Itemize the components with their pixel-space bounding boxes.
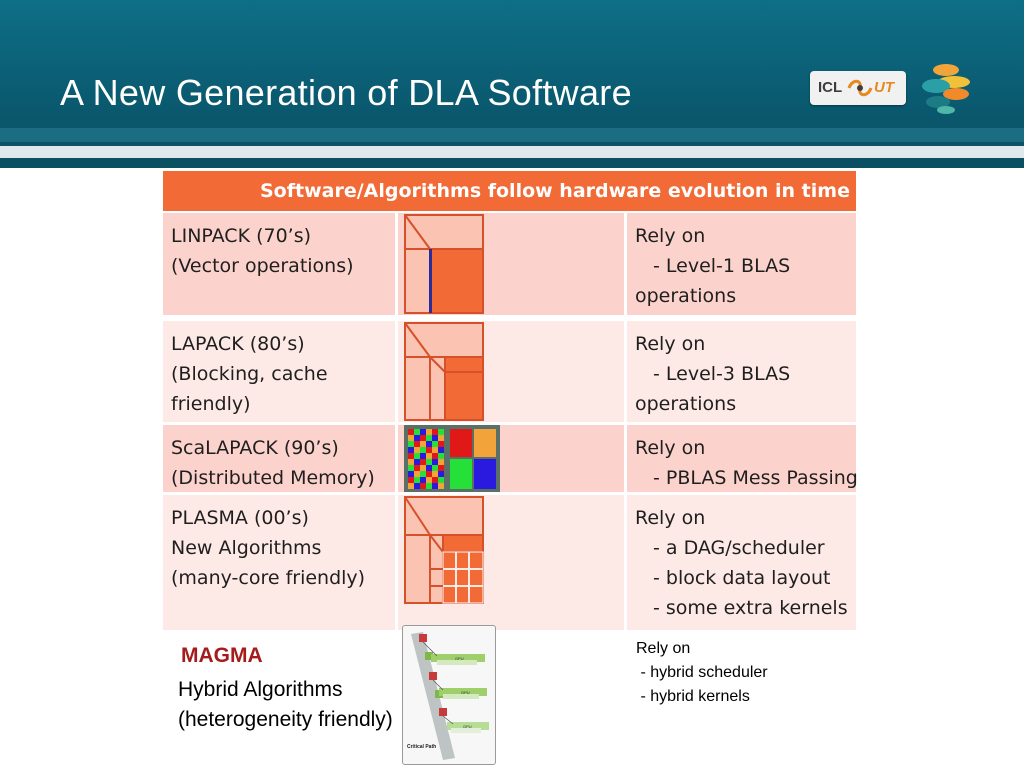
relies-label: Rely on [635, 333, 706, 355]
row-relies-cell: Rely on - Level-1 BLAS operations [624, 213, 856, 315]
icl-logo-text: ICL [818, 79, 843, 96]
relies-item: - PBLAS Mess Passing [653, 467, 858, 489]
row-software-cell: LINPACK (70’s) (Vector operations) [163, 213, 395, 315]
software-desc: (Vector operations) [171, 255, 354, 277]
hybrid-dag-figure: GPU GPU GPU Critical Path [402, 625, 496, 765]
relies-item: - Level-1 BLAS [653, 255, 791, 277]
scalapack-diagram [404, 425, 500, 493]
relies-item: operations [635, 393, 737, 415]
magma-line2: (heterogeneity friendly) [178, 708, 393, 731]
icl-ut-logo: ICL UT [810, 71, 906, 105]
linpack-diagram [404, 214, 484, 314]
header-stripe-dark [0, 158, 1024, 168]
dag-gpu-label: GPU [463, 724, 472, 729]
row-relies-cell: Rely on - a DAG/scheduler - block data l… [624, 495, 856, 630]
row-diagram-cell [395, 495, 624, 630]
critical-path-label: Critical Path [407, 744, 436, 750]
table-row: PLASMA (00’s) New Algorithms (many-core … [163, 492, 856, 630]
slide-title: A New Generation of DLA Software [60, 72, 632, 113]
magma-relies-label: Rely on [636, 640, 691, 657]
relies-item: operations [635, 285, 737, 307]
software-desc: friendly) [171, 393, 251, 415]
software-desc: (Blocking, cache [171, 363, 328, 385]
magma-relies-item: - hybrid scheduler [636, 664, 768, 681]
plasma-diagram [404, 496, 484, 604]
software-desc: New Algorithms [171, 537, 322, 559]
magma-line1: Hybrid Algorithms [178, 678, 343, 701]
relies-label: Rely on [635, 225, 706, 247]
row-software-cell: LAPACK (80’s) (Blocking, cache friendly) [163, 321, 395, 422]
row-relies-cell: Rely on - Level-3 BLAS operations [624, 321, 856, 422]
software-name: PLASMA (00’s) [171, 507, 309, 529]
header-stripe-light [0, 146, 1024, 158]
software-desc: (many-core friendly) [171, 567, 366, 589]
table-row: ScaLAPACK (90’s) (Distributed Memory) [163, 422, 858, 493]
ut-logo-text: UT [874, 79, 894, 96]
relies-label: Rely on [635, 437, 706, 459]
magma-relies-item: - hybrid kernels [636, 688, 750, 705]
software-name: ScaLAPACK (90’s) [171, 437, 339, 459]
hybrid-dag-diagram: GPU GPU GPU Critical Path [407, 632, 489, 760]
software-name: LINPACK (70’s) [171, 225, 312, 247]
row-diagram-cell [395, 213, 624, 315]
dag-gpu-label: GPU [455, 656, 464, 661]
software-name: LAPACK (80’s) [171, 333, 305, 355]
relies-item: - Level-3 BLAS [653, 363, 791, 385]
row-diagram-cell [395, 425, 624, 493]
magma-title: MAGMA [181, 644, 263, 667]
relies-label: Rely on [635, 507, 706, 529]
row-diagram-cell [395, 321, 624, 422]
header-stripe [0, 128, 1024, 142]
table-row: LINPACK (70’s) (Vector operations) Rely … [163, 213, 856, 315]
software-desc: (Distributed Memory) [171, 467, 375, 489]
table-row: LAPACK (80’s) (Blocking, cache friendly)… [163, 318, 856, 422]
icl-swoosh-icon [847, 79, 873, 97]
table-header: Software/Algorithms follow hardware evol… [163, 171, 856, 211]
lapack-diagram [404, 322, 484, 421]
relies-item: - some extra kernels [653, 597, 848, 619]
row-software-cell: PLASMA (00’s) New Algorithms (many-core … [163, 495, 395, 630]
row-relies-cell: Rely on - PBLAS Mess Passing [624, 425, 858, 492]
swirl-logo-icon [922, 64, 970, 114]
relies-item: - block data layout [653, 567, 831, 589]
row-software-cell: ScaLAPACK (90’s) (Distributed Memory) [163, 425, 395, 492]
relies-item: - a DAG/scheduler [653, 537, 825, 559]
evolution-table: Software/Algorithms follow hardware evol… [163, 171, 858, 630]
magma-relies: Rely on - hybrid scheduler - hybrid kern… [636, 637, 768, 709]
dag-gpu-label: GPU [461, 690, 470, 695]
